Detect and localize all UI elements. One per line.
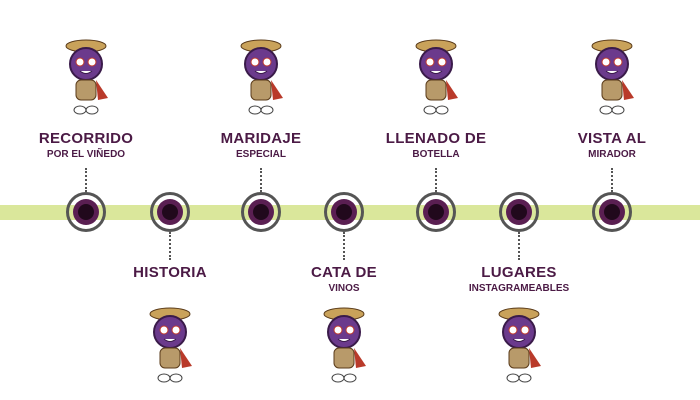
- timeline-node-maridaje: [241, 192, 281, 232]
- stop-subtitle: ESPECIAL: [235, 149, 286, 160]
- stop-label: RECORRIDO POR EL VIÑEDO: [0, 130, 176, 160]
- timeline-node-recorrido: [66, 192, 106, 232]
- stop-title: LLENADO DE: [385, 130, 487, 147]
- connector-line: [343, 232, 345, 260]
- grape-wine-glass-icon: [312, 298, 376, 388]
- stop-title: RECORRIDO: [38, 130, 134, 147]
- grape-explorer-easel-icon: [138, 298, 202, 388]
- timeline-node-lugares: [499, 192, 539, 232]
- timeline-node-llenado-de: [416, 192, 456, 232]
- stop-label: MARIDAJE ESPECIAL: [171, 130, 351, 160]
- connector-line: [435, 168, 437, 192]
- connector-line: [169, 232, 171, 260]
- timeline-node-historia: [150, 192, 190, 232]
- grape-explorer-map-icon: [54, 30, 118, 120]
- connector-line: [260, 168, 262, 192]
- stop-label: HISTORIA: [80, 264, 260, 281]
- stop-subtitle: BOTELLA: [412, 149, 460, 160]
- grape-barrel-tap-icon: [404, 30, 468, 120]
- stop-label: LUGARES INSTAGRAMEABLES: [429, 264, 609, 294]
- timeline-node-cata-de: [324, 192, 364, 232]
- stop-title: VISTA AL: [577, 130, 647, 147]
- grape-on-barrel-icon: [580, 30, 644, 120]
- connector-line: [518, 232, 520, 260]
- stop-subtitle: POR EL VIÑEDO: [46, 149, 126, 160]
- connector-line: [611, 168, 613, 192]
- stop-title: LUGARES: [481, 264, 557, 281]
- stop-title: HISTORIA: [133, 264, 207, 281]
- stop-title: MARIDAJE: [220, 130, 302, 147]
- timeline-node-vista-al: [592, 192, 632, 232]
- stop-subtitle: MIRADOR: [588, 149, 636, 160]
- stop-label: CATA DE VINOS: [254, 264, 434, 294]
- stop-title: CATA DE: [311, 264, 377, 281]
- grape-wine-bread-icon: [229, 30, 293, 120]
- stop-subtitle: VINOS: [328, 283, 360, 294]
- stop-label: VISTA AL MIRADOR: [522, 130, 700, 160]
- connector-line: [85, 168, 87, 192]
- stop-label: LLENADO DE BOTELLA: [346, 130, 526, 160]
- grape-selfie-icon: [487, 298, 551, 388]
- stop-subtitle: INSTAGRAMEABLES: [468, 283, 570, 294]
